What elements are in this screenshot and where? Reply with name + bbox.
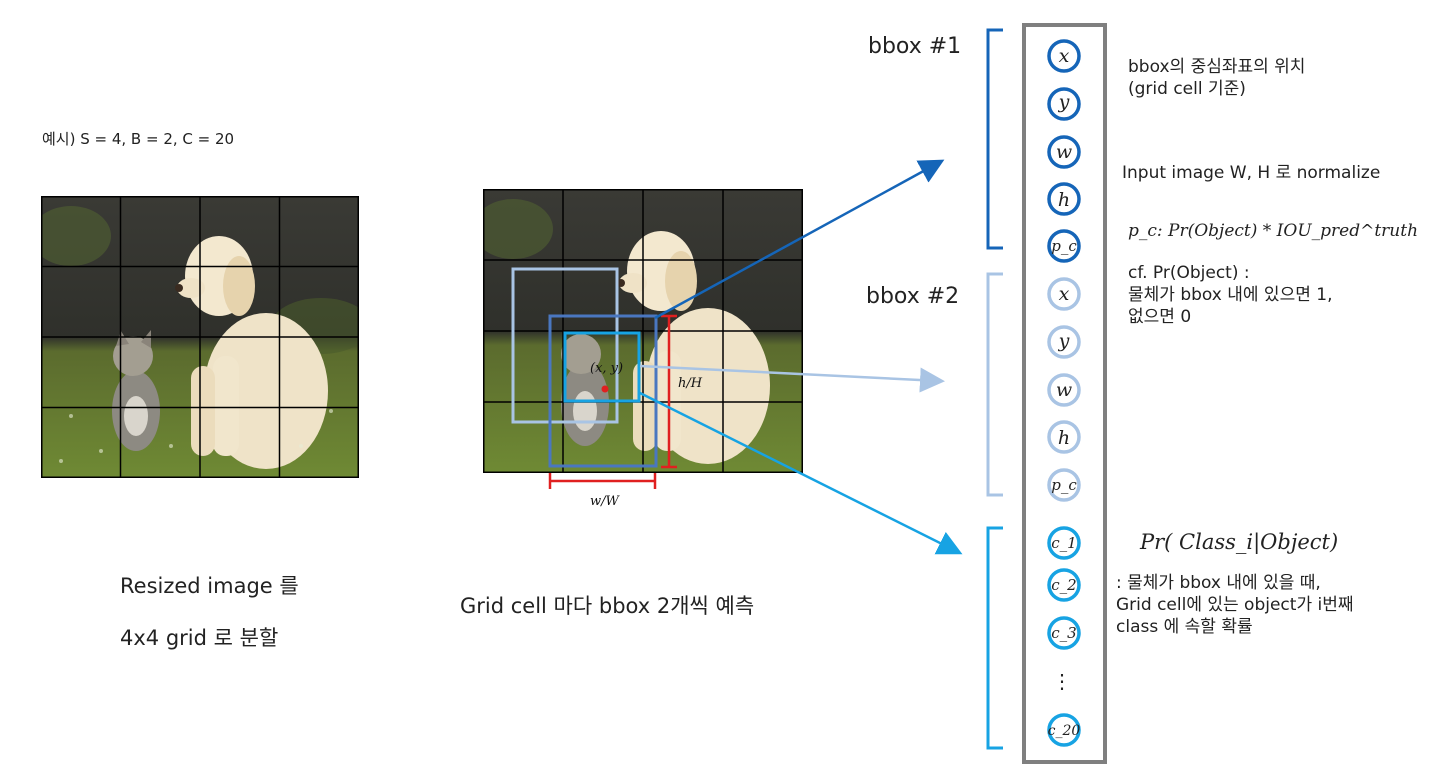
example-params: 예시) S = 4, B = 2, C = 20 [42, 130, 235, 148]
note-cf-line3: 없으면 0 [1128, 307, 1192, 327]
note-center-line1: bbox의 중심좌표의 위치 [1128, 57, 1306, 77]
note-class-line3: class 에 속할 확률 [1116, 617, 1253, 637]
vector-bbox2-y [1047, 325, 1081, 359]
classes-bracket [986, 526, 1003, 750]
bbox2-bracket [986, 272, 1003, 497]
note-cf: cf. Pr(Object) : 물체가 bbox 내에 있으면 1, 없으면 … [1128, 262, 1332, 328]
grid-cell-highlight [563, 331, 641, 403]
vector-label-pc: p_c [1051, 237, 1077, 255]
note-class-formula: Pr( Class_i|Object) [1140, 530, 1339, 554]
vector-label-y2: y [1058, 330, 1070, 352]
vector-label-pc2: p_c [1051, 476, 1077, 494]
arrow-bbox2 [639, 364, 945, 393]
vector-label-c3: c_3 [1051, 624, 1076, 642]
vector-label-y: y [1058, 91, 1070, 113]
center-xy-label: (x, y) [590, 361, 623, 376]
vector-bbox1-w [1047, 135, 1081, 169]
note-cf-line1: cf. Pr(Object) : [1128, 263, 1250, 283]
vector-label-h2: h [1058, 427, 1070, 449]
vector-bbox2-pc [1047, 468, 1081, 502]
vector-bbox2-x [1047, 277, 1081, 311]
caption-resized-line1: Resized image 를 [120, 574, 299, 598]
bbox2-box [511, 267, 619, 424]
bbox1-box [548, 314, 658, 468]
arrow-classes [639, 391, 963, 555]
vector-label-h: h [1058, 189, 1070, 211]
vector-label-x2: x [1059, 283, 1070, 305]
vector-bbox2-h [1047, 420, 1081, 454]
puppy-kitten-photo [31, 196, 371, 478]
vector-label-c1: c_1 [1051, 534, 1076, 552]
vector-label-c2: c_2 [1051, 576, 1076, 594]
resized-image-grid [31, 196, 371, 478]
vector-bbox2-w [1047, 373, 1081, 407]
note-normalize: Input image W, H 로 normalize [1122, 163, 1381, 183]
arrow-bbox1 [654, 159, 945, 320]
bbox1-bracket [986, 28, 1003, 250]
vector-bbox1-pc [1047, 229, 1081, 263]
note-center-line2: (grid cell 기준) [1128, 79, 1246, 99]
h-ratio-label: h/H [678, 376, 703, 391]
note-class-prob: : 물체가 bbox 내에 있을 때, Grid cell에 있는 object… [1116, 572, 1354, 638]
bbox2-label: bbox #2 [866, 284, 960, 309]
bbox1-label: bbox #1 [868, 34, 962, 59]
bbox-prediction-image [473, 189, 803, 473]
vector-bbox1-x [1047, 39, 1081, 73]
caption-resized-line2: 4x4 grid 로 분할 [120, 626, 279, 650]
vector-ellipsis: ⋮ [1052, 669, 1072, 693]
puppy-kitten-photo-bboxes [473, 189, 803, 473]
caption-grid-bbox: Grid cell 마다 bbox 2개씩 예측 [460, 594, 755, 618]
vector-class-c3 [1047, 616, 1081, 650]
vector-label-c20: c_20 [1048, 723, 1081, 739]
vector-label-w2: w [1056, 379, 1072, 401]
vector-class-c1 [1047, 526, 1081, 560]
note-class-line1: : 물체가 bbox 내에 있을 때, [1116, 573, 1321, 593]
center-point [601, 385, 609, 393]
height-bracket [661, 314, 677, 469]
note-class-line2: Grid cell에 있는 object가 i번째 [1116, 595, 1354, 615]
note-cf-line2: 물체가 bbox 내에 있으면 1, [1128, 285, 1333, 305]
note-pc-formula: p_c: Pr(Object) * IOU_pred^truth [1128, 221, 1419, 241]
vector-class-c20 [1047, 713, 1081, 747]
width-bracket [548, 473, 657, 489]
note-center-coords: bbox의 중심좌표의 위치 (grid cell 기준) [1128, 56, 1305, 100]
output-vector [1022, 23, 1107, 764]
vector-label-w: w [1056, 141, 1072, 163]
w-ratio-label: w/W [590, 494, 621, 509]
vector-label-x: x [1059, 45, 1070, 67]
vector-bbox1-h [1047, 182, 1081, 216]
vector-bbox1-y [1047, 87, 1081, 121]
vector-class-c2 [1047, 568, 1081, 602]
